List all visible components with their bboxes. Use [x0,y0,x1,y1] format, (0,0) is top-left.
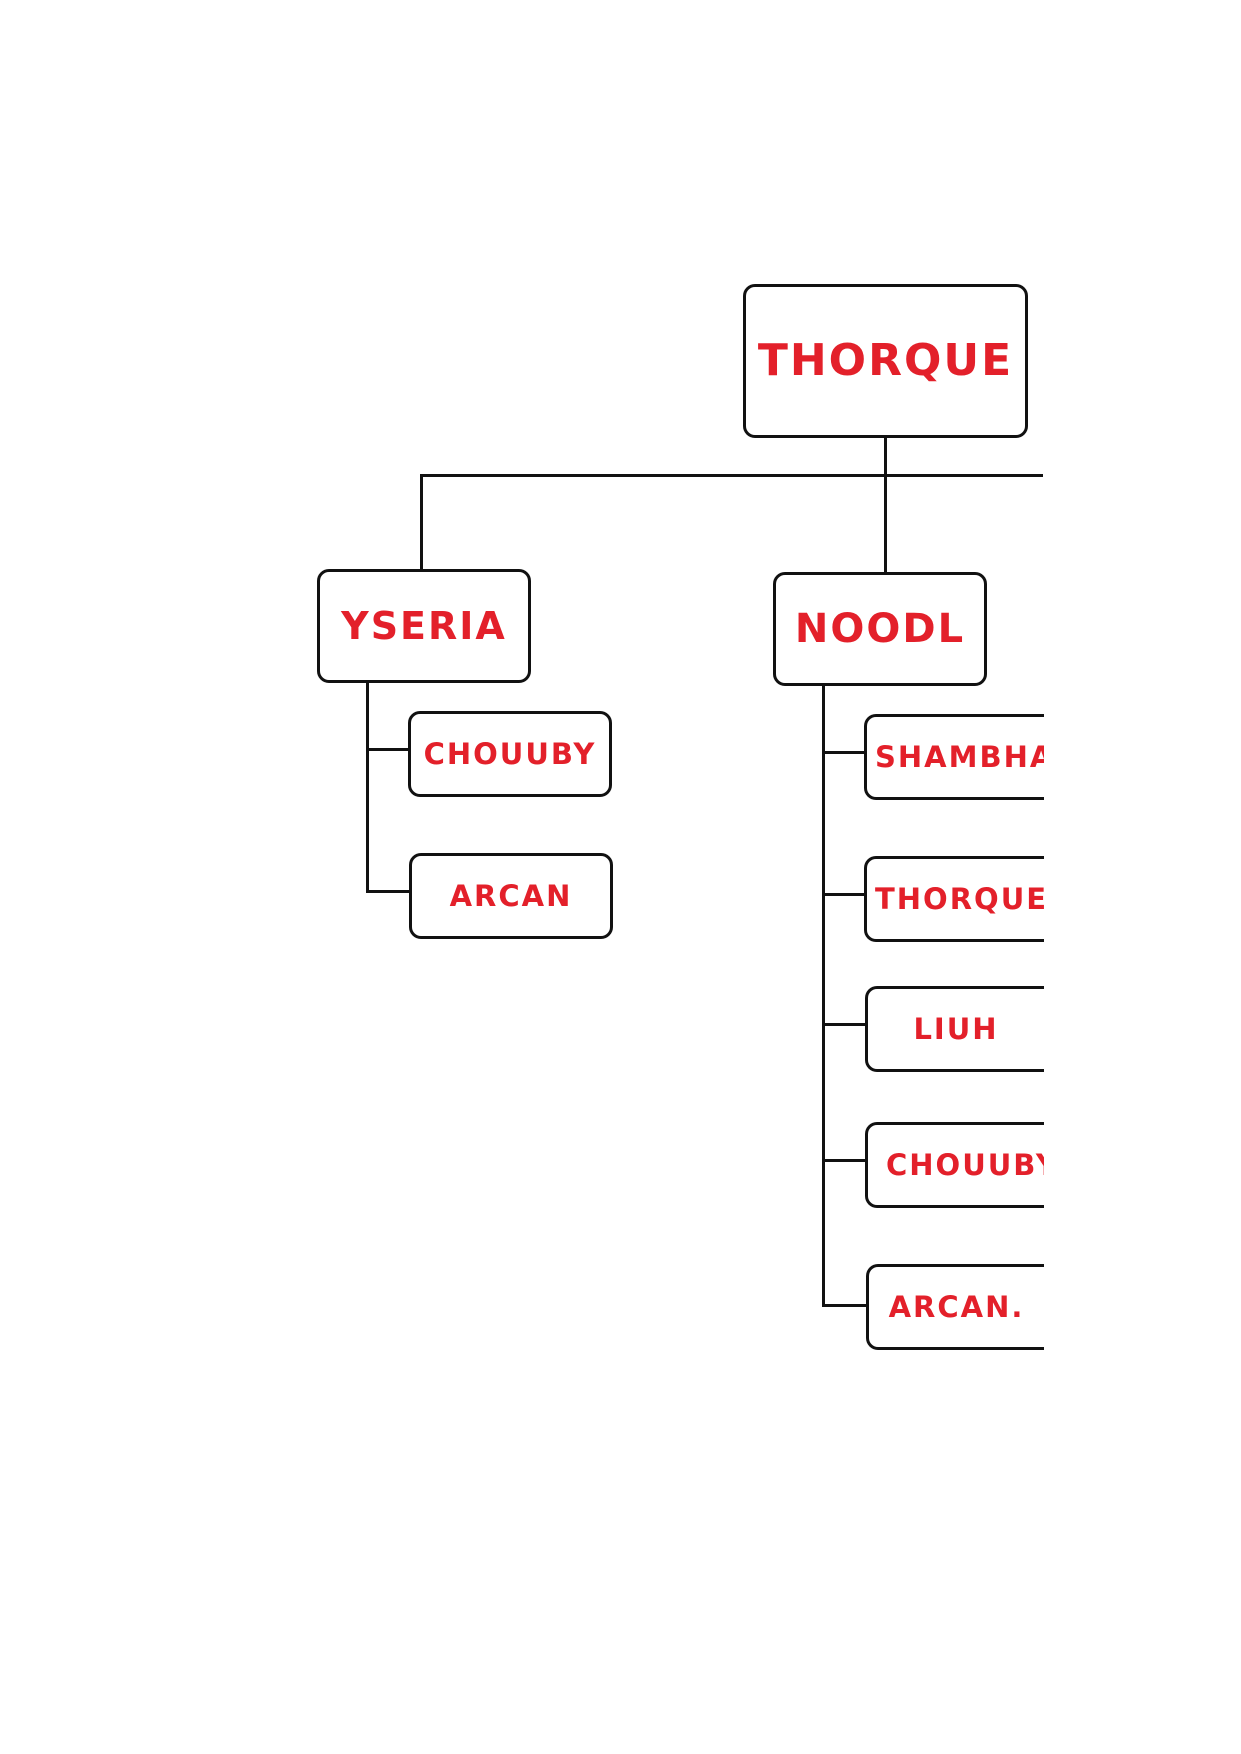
node-label: SHAMBHA [875,739,1044,774]
node-label: NOODL [794,606,966,652]
node-label: LIUH [913,1011,999,1046]
node-chouuby: CHOUUBY [408,711,612,797]
node-shambha: SHAMBHA [864,714,1044,800]
node-label: CHOUUBY [423,736,597,771]
connector-noodl-branch [822,1159,866,1162]
connector-root-down [884,436,887,574]
node-label: CHOUUBY [886,1147,1044,1182]
node-arcan: ARCAN [409,853,613,939]
connector-noodl-spine [822,685,825,1307]
connector-yseria-spine [366,682,369,893]
node-arcan-child: ARCAN. [866,1264,1044,1350]
connector-horizontal-bus [420,474,1043,477]
node-thorque-child: THORQUE [864,856,1044,942]
connector-noodl-branch [822,751,866,754]
node-root: THORQUE [743,284,1028,438]
node-label: THORQUE [875,881,1044,916]
connector-noodl-branch [822,893,866,896]
node-label: ARCAN. [888,1289,1025,1324]
node-label: THORQUE [757,335,1014,386]
node-label: ARCAN [449,878,573,913]
node-chouuby-child: CHOUUBY [865,1122,1044,1208]
node-noodl: NOODL [773,572,987,686]
connector-noodl-branch [822,1304,866,1307]
connector-yseria-branch [366,890,410,893]
node-yseria: YSERIA [317,569,531,683]
node-label: YSERIA [341,604,507,648]
connector-yseria-branch [366,748,410,751]
connector-yseria-up [420,474,423,573]
node-liuh: LIUH [865,986,1044,1072]
connector-noodl-branch [822,1023,866,1026]
